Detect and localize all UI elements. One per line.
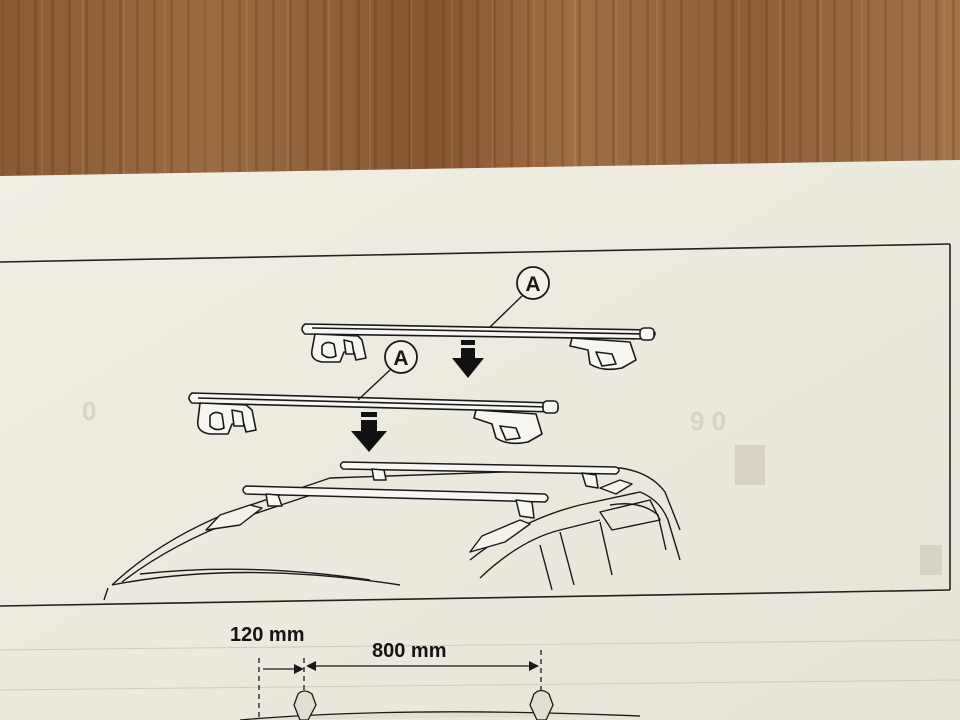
svg-text:9 0: 9 0 xyxy=(690,406,726,436)
callout-circle-front xyxy=(384,340,418,374)
callout-label-front: A xyxy=(393,347,408,370)
svg-text:0: 0 xyxy=(82,396,96,426)
paper-sheet xyxy=(0,160,960,720)
callout-leaders xyxy=(357,295,523,401)
lower-section-lines xyxy=(0,639,960,691)
roof-bar-front xyxy=(188,392,559,445)
dimension-label-120mm: 120 mm xyxy=(230,624,305,646)
dimension-arrowheads xyxy=(294,661,539,674)
lower-roof-feet xyxy=(239,689,641,720)
down-arrow-icon xyxy=(452,340,484,378)
callout-label-top: A xyxy=(525,273,540,296)
dimension-label-800mm: 800 mm xyxy=(372,640,447,662)
roof-bar-top xyxy=(301,323,656,371)
callout-circle-top xyxy=(516,266,550,300)
mounted-roof-bar-rear xyxy=(339,461,620,489)
mounted-roof-bar-front xyxy=(242,485,549,519)
illustration-frame xyxy=(0,243,951,607)
down-arrow-icon xyxy=(351,412,387,452)
car-roof-outline xyxy=(103,467,681,601)
show-through-marks: 0 9 0 xyxy=(82,396,942,575)
